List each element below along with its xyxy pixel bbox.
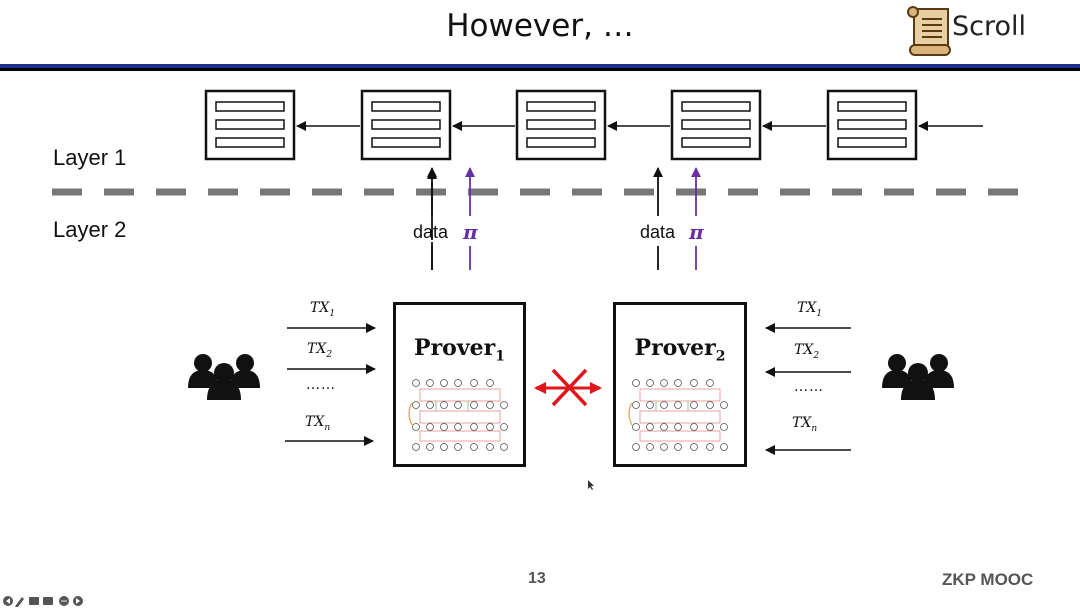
l1-block [670, 89, 762, 161]
l1-block [360, 89, 452, 161]
prover-1-box: Prover1 [393, 302, 526, 467]
data-label: data [413, 222, 449, 242]
tx2-label-right: TX2 [794, 342, 820, 361]
tx1-label-left: TX1 [310, 300, 336, 319]
header-divider [0, 68, 1080, 71]
txn-label-left: TXn [305, 414, 331, 433]
mouse-cursor-icon [588, 480, 594, 490]
footer-brand: ZKP MOOC [942, 570, 1034, 589]
page-number: 13 [528, 570, 546, 587]
slide-title: However, … [446, 8, 634, 44]
proof-label: π [689, 220, 704, 244]
data-label: data [640, 222, 676, 242]
l1-block [515, 89, 607, 161]
prover-2-box: Prover2 [613, 302, 747, 467]
tx2-label-left: TX2 [307, 341, 333, 360]
txn-label-right: TXn [792, 415, 818, 434]
tx1-label-right: TX1 [797, 300, 823, 319]
l1-block [204, 89, 296, 161]
proof-label: π [463, 220, 478, 244]
back-icon[interactable] [3, 596, 13, 606]
circuit-diagram-icon [628, 379, 728, 451]
captions-icon[interactable] [29, 597, 39, 605]
edit-icon[interactable] [15, 597, 24, 607]
player-toolbar [3, 596, 83, 607]
tx-ellipsis-left: …… [306, 377, 336, 393]
prover-1-title: Prover1 [414, 335, 505, 365]
conflict-icon [534, 368, 602, 407]
prover-2-title: Prover2 [634, 335, 726, 365]
users-group-icon [882, 354, 954, 400]
l1-block [826, 89, 918, 161]
header-accent-bar [0, 64, 1080, 68]
users-group-icon [188, 354, 260, 400]
tx-ellipsis-right: …… [794, 379, 824, 395]
logo-wordmark: Scroll [952, 11, 1027, 42]
circuit-diagram-icon [408, 379, 508, 451]
scroll-logo-icon [907, 6, 951, 56]
more-icon[interactable] [59, 596, 69, 606]
layer2-label: Layer 2 [53, 217, 127, 242]
forward-icon[interactable] [73, 596, 83, 606]
layer1-label: Layer 1 [53, 145, 127, 170]
video-icon[interactable] [43, 597, 53, 605]
